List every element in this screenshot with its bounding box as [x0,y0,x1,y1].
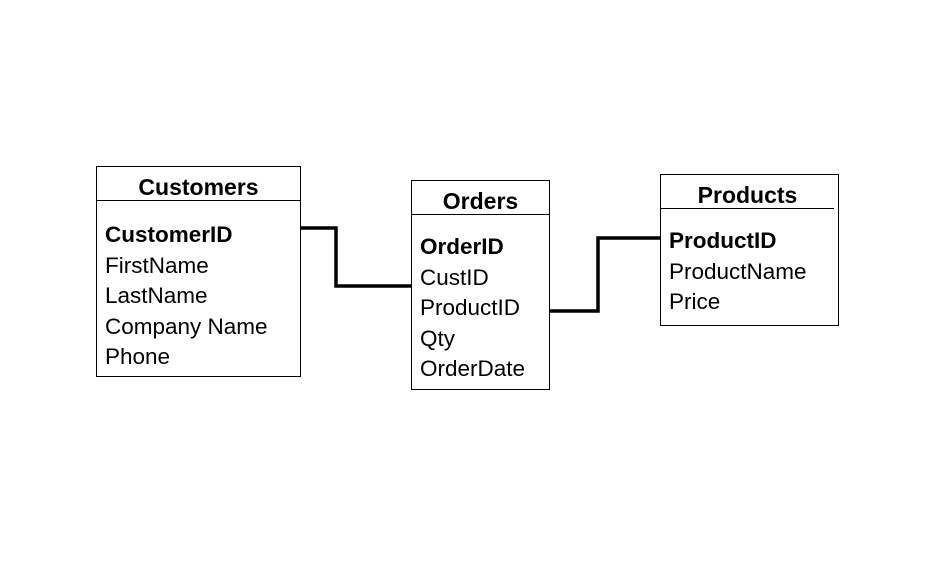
field-company-name: Company Name [105,313,268,339]
orders-table: Orders OrderID CustID ProductID Qty Orde… [411,180,550,390]
orders-field-list: OrderID CustID ProductID Qty OrderDate [420,232,525,385]
orders-products-link [540,236,660,313]
field-products-product-id: ProductID [669,228,777,253]
customers-field-list: CustomerID FirstName LastName Company Na… [105,220,268,373]
field-product-id: ProductID [420,295,521,320]
field-customer-id: CustomerID [105,222,233,247]
products-table: Products ProductID ProductName Price [660,174,839,326]
field-last-name: LastName [105,283,208,308]
field-product-name: ProductName [669,258,807,284]
products-table-title: Products [661,175,834,209]
field-first-name: FirstName [105,252,209,278]
customers-table: Customers CustomerID FirstName LastName … [96,166,301,377]
customers-table-title: Customers [97,167,300,201]
field-order-date: OrderDate [420,356,526,381]
field-price: Price [669,289,721,314]
field-order-id: OrderID [420,234,504,259]
products-field-list: ProductID ProductName Price [669,226,807,318]
field-phone: Phone [105,344,171,369]
field-qty: Qty [420,325,456,351]
field-cust-id: CustID [420,264,489,290]
orders-table-title: Orders [412,181,549,215]
